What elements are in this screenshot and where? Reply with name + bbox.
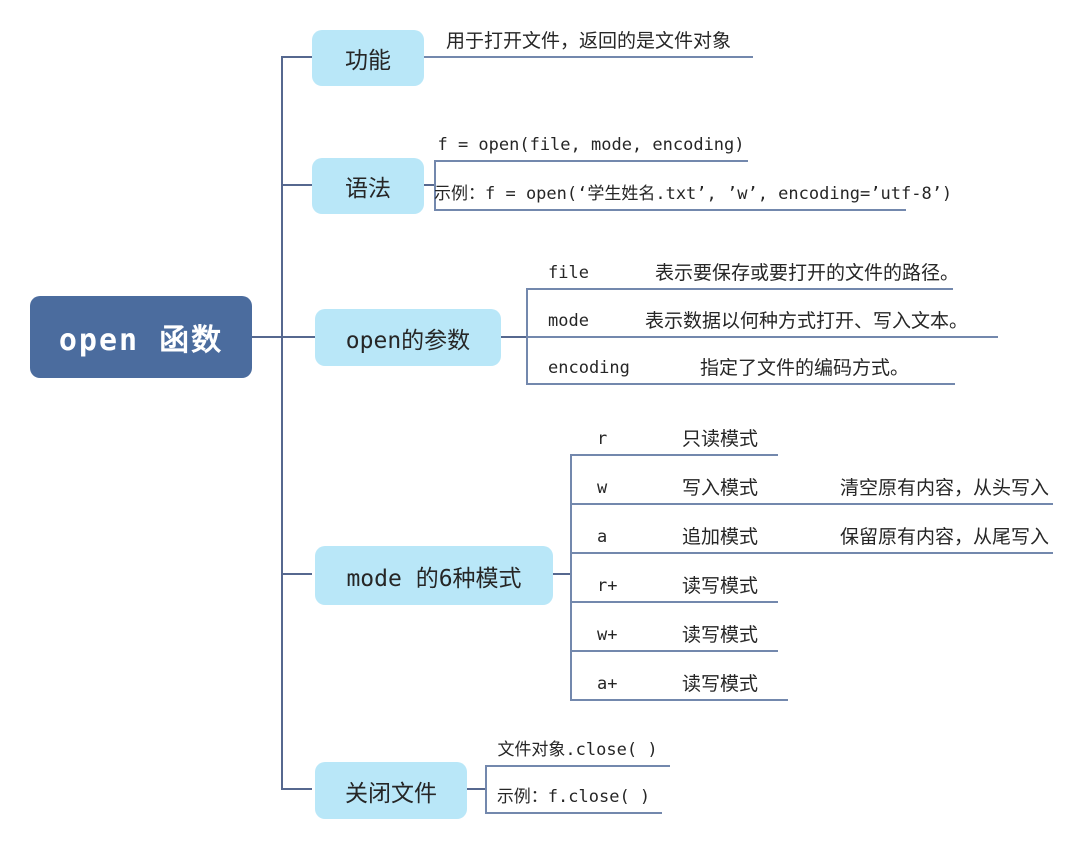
mode-a-name[interactable]: 追加模式	[681, 526, 758, 548]
mode-a-key[interactable]: a	[597, 527, 608, 547]
connector-stub-close	[281, 788, 312, 790]
mode-w-name[interactable]: 写入模式	[681, 477, 758, 499]
mode-r-name[interactable]: 只读模式	[681, 428, 758, 450]
branch-topic-mode-modes[interactable]: mode 的6种模式	[315, 546, 553, 605]
connector-spine	[281, 56, 283, 790]
mode-wplus-name[interactable]: 读写模式	[681, 624, 758, 646]
connector-stub-close-children	[467, 788, 485, 790]
mode-rplus-key[interactable]: r+	[597, 576, 618, 596]
leaf-syntax-signature[interactable]: f = open(file, mode, encoding)	[437, 135, 745, 155]
leaf-function-desc[interactable]: 用于打开文件，返回的是文件对象	[445, 30, 731, 52]
param-file-desc[interactable]: 表示要保存或要打开的文件的路径。	[655, 262, 960, 284]
underline-function-leaf	[424, 56, 753, 58]
mode-r-key[interactable]: r	[597, 429, 608, 449]
mode-a-note[interactable]: 保留原有内容，从尾写入	[840, 526, 1050, 548]
underline-mode-a	[570, 552, 1053, 554]
connector-stub-syntax	[281, 184, 312, 186]
mode-w-note[interactable]: 清空原有内容，从头写入	[840, 477, 1050, 499]
root-topic-label: open 函数	[58, 323, 224, 358]
param-encoding-key[interactable]: encoding	[548, 358, 630, 378]
branch-topic-mode-modes-label: mode 的6种模式	[346, 565, 522, 592]
connector-bracket-modes	[570, 454, 572, 701]
mode-wplus-key[interactable]: w+	[597, 625, 618, 645]
underline-param-encoding	[526, 383, 955, 385]
branch-topic-syntax-label: 语法	[345, 176, 391, 202]
underline-mode-w	[570, 503, 1053, 505]
connector-stub-params-children	[501, 336, 526, 338]
param-mode-key[interactable]: mode	[548, 311, 589, 331]
underline-mode-rplus	[570, 601, 778, 603]
mode-aplus-key[interactable]: a+	[597, 674, 618, 694]
underline-mode-r	[570, 454, 778, 456]
param-mode-desc[interactable]: 表示数据以何种方式打开、写入文本。	[645, 310, 969, 332]
mode-aplus-name[interactable]: 读写模式	[681, 673, 758, 695]
mode-rplus-name[interactable]: 读写模式	[681, 575, 758, 597]
connector-stub-function	[281, 56, 312, 58]
connector-stub-modes-children	[553, 573, 570, 575]
branch-topic-close-file[interactable]: 关闭文件	[315, 762, 467, 819]
underline-syntax-example	[434, 209, 906, 211]
leaf-close-usage[interactable]: 文件对象.close( )	[497, 740, 658, 760]
branch-topic-open-params-label: open的参数	[345, 327, 471, 354]
branch-topic-syntax[interactable]: 语法	[312, 158, 424, 214]
underline-param-mode	[526, 336, 998, 338]
underline-mode-aplus	[570, 699, 788, 701]
connector-bracket-syntax	[434, 160, 436, 211]
param-encoding-desc[interactable]: 指定了文件的编码方式。	[700, 357, 910, 379]
underline-mode-wplus	[570, 650, 778, 652]
branch-topic-open-params[interactable]: open的参数	[315, 309, 501, 366]
connector-root-to-params	[252, 336, 315, 338]
branch-topic-function-label: 功能	[345, 48, 391, 74]
branch-topic-close-file-label: 关闭文件	[345, 780, 437, 807]
connector-stub-modes	[281, 573, 312, 575]
leaf-syntax-example[interactable]: 示例：f = open(‘学生姓名.txt’, ’w’, encoding=’u…	[434, 184, 953, 204]
root-topic[interactable]: open 函数	[30, 296, 252, 378]
connector-bracket-close	[485, 765, 487, 814]
mode-w-key[interactable]: w	[597, 478, 608, 498]
leaf-close-example[interactable]: 示例：f.close( )	[496, 787, 651, 807]
connector-stub-syntax-children	[424, 184, 434, 186]
underline-param-file	[526, 288, 953, 290]
underline-close-usage	[485, 765, 670, 767]
underline-close-example	[485, 812, 662, 814]
param-file-key[interactable]: file	[548, 263, 589, 283]
branch-topic-function[interactable]: 功能	[312, 30, 424, 86]
underline-syntax-signature	[434, 160, 748, 162]
